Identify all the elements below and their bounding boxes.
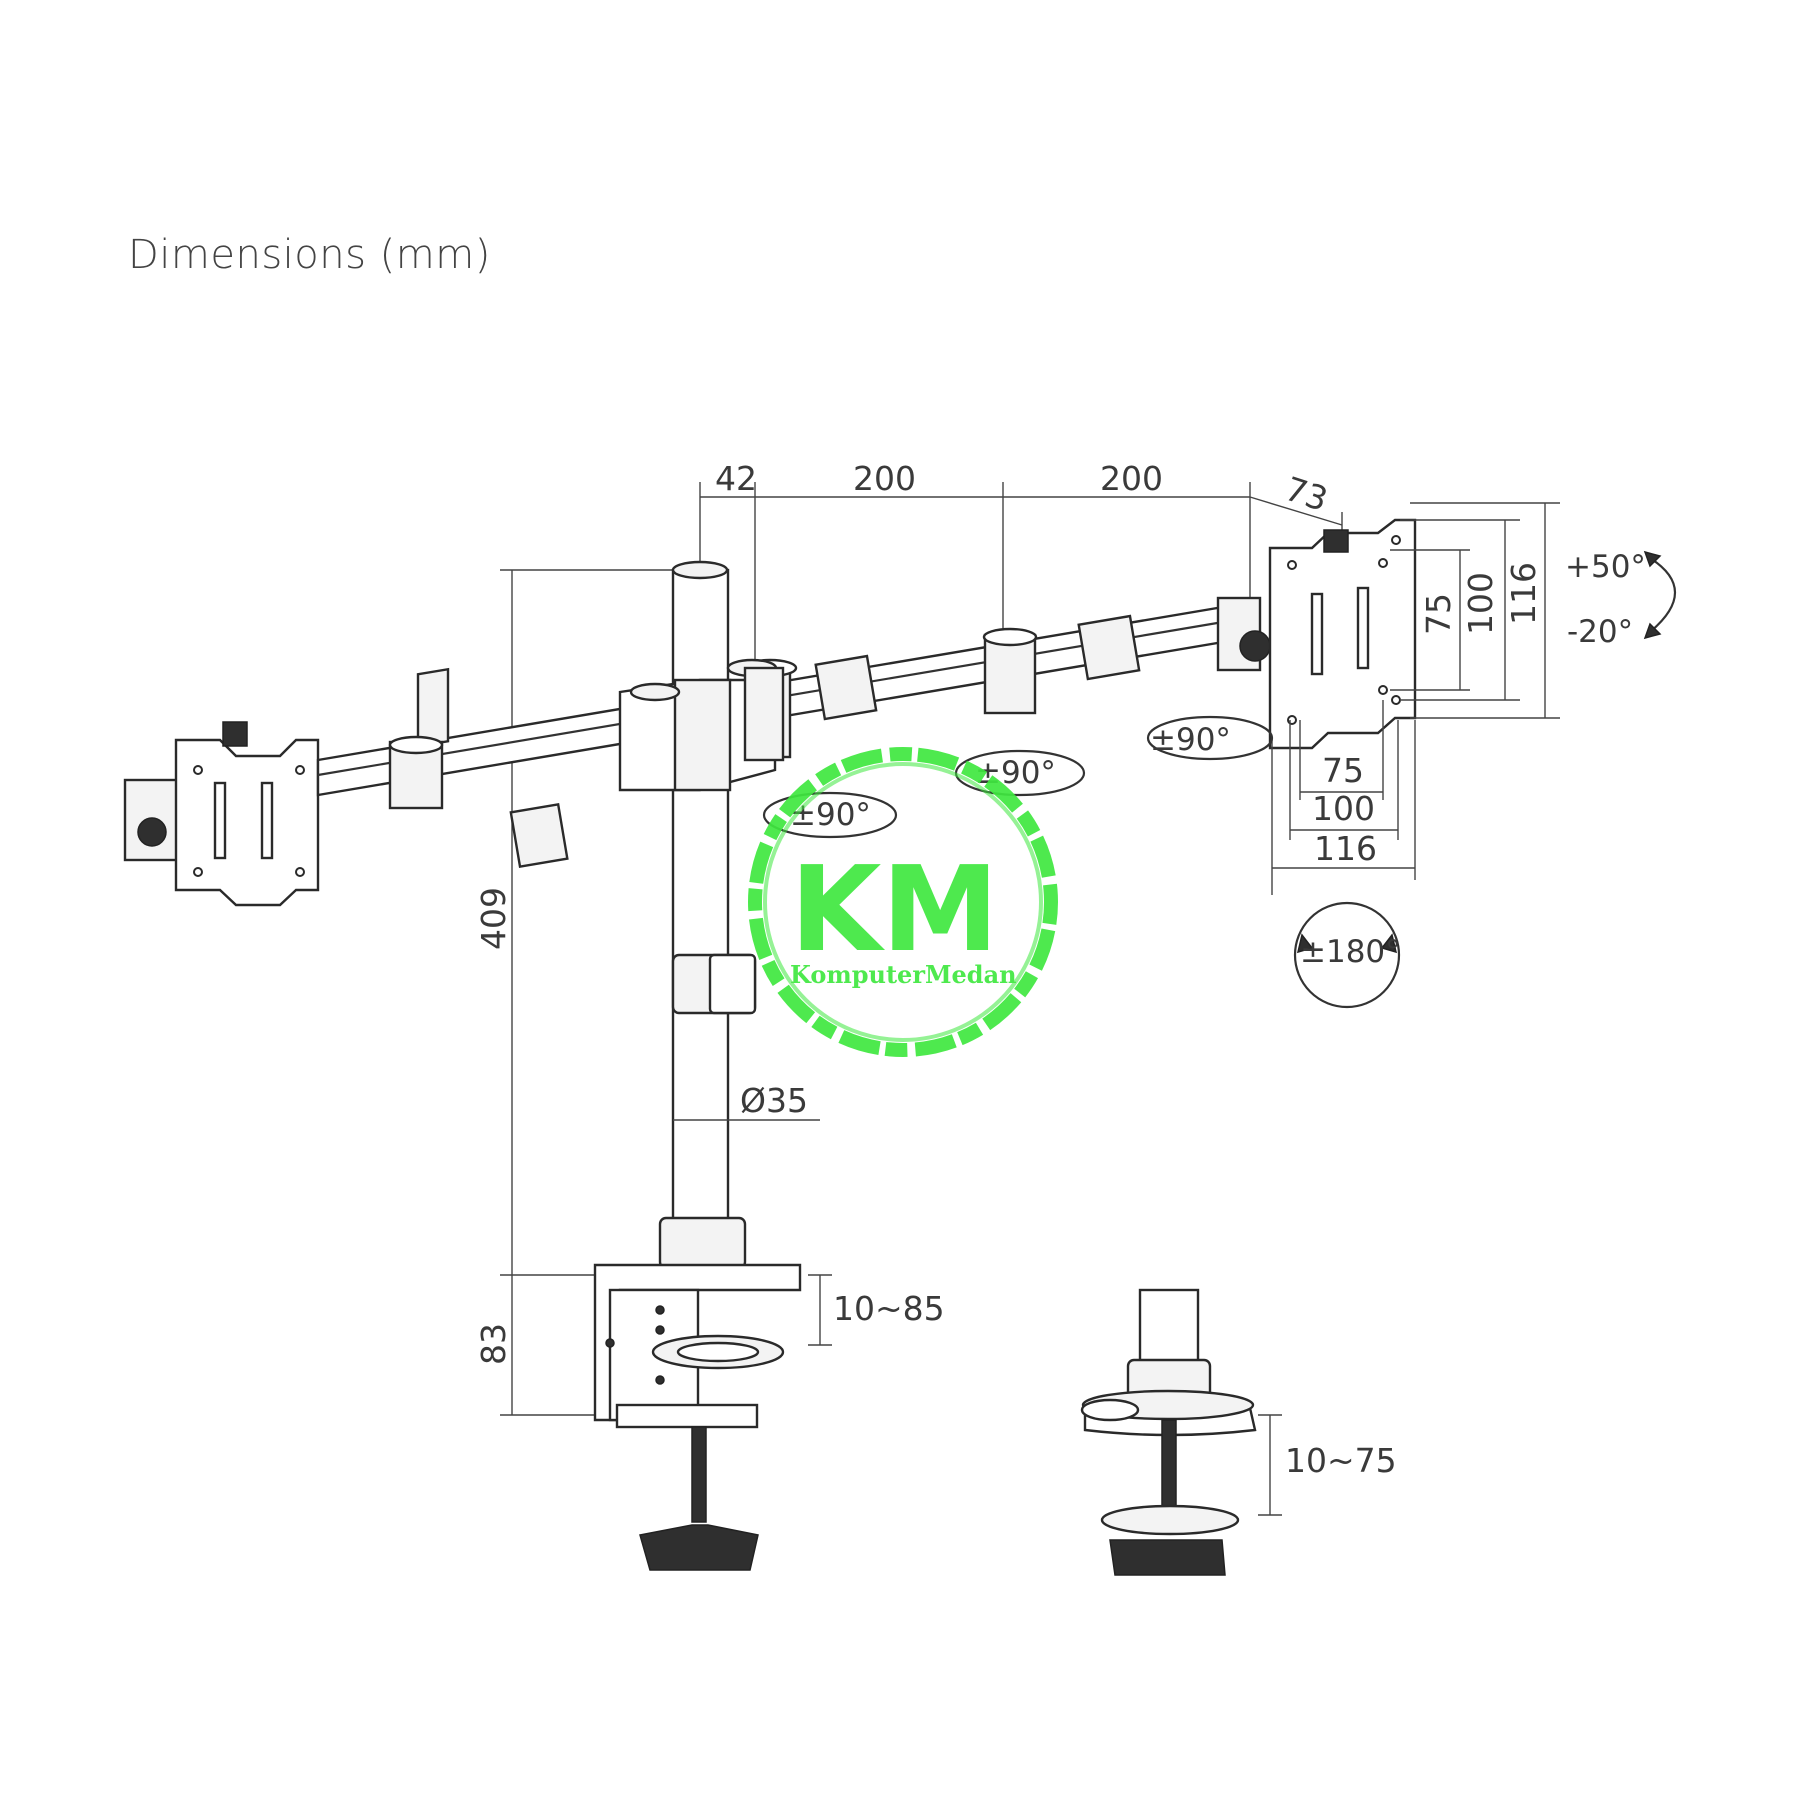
top-dimension-lines: [699, 482, 1343, 680]
angle-tilt-down: -20°: [1567, 614, 1633, 650]
dim-clamp-range: 10~85: [833, 1289, 945, 1328]
dim-vesa-h-116: 116: [1314, 829, 1377, 868]
pole-height-dimension: [500, 569, 690, 1416]
dim-arm-segment-1: 200: [853, 459, 916, 498]
dim-head-depth: 73: [1280, 469, 1332, 519]
c-clamp: [593, 1216, 832, 1571]
watermark-logo: KM KomputerMedan: [748, 747, 1058, 1057]
angle-tilt-up: +50°: [1565, 549, 1646, 585]
grommet-mount: [1080, 1288, 1282, 1576]
dim-vesa-v-100: 100: [1461, 572, 1500, 635]
watermark-monogram: KM: [790, 840, 999, 978]
angle-rotation: ±180°: [1300, 934, 1401, 970]
dim-pole-diameter: Ø35: [740, 1081, 808, 1120]
dim-grommet-range: 10~75: [1285, 1441, 1397, 1480]
watermark-text: KomputerMedan: [790, 960, 1017, 989]
dim-arm-offset: 42: [715, 459, 757, 498]
dim-vesa-v-75: 75: [1419, 593, 1458, 635]
dim-arm-segment-2: 200: [1100, 459, 1163, 498]
dim-vesa-h-75: 75: [1322, 751, 1364, 790]
dim-clamp-height: 83: [474, 1323, 513, 1365]
diagram-title: Dimensions (mm): [128, 232, 491, 278]
dim-vesa-v-116: 116: [1504, 562, 1543, 625]
pole: [618, 560, 820, 1222]
angle-swivel-joint-3: ±90°: [790, 797, 871, 833]
left-vesa-plate: [123, 721, 320, 907]
dim-vesa-h-100: 100: [1312, 789, 1375, 828]
dim-pole-height: 409: [474, 887, 513, 950]
right-vesa-plate: [1268, 502, 1560, 895]
angle-swivel-joint-1: ±90°: [1150, 722, 1231, 758]
